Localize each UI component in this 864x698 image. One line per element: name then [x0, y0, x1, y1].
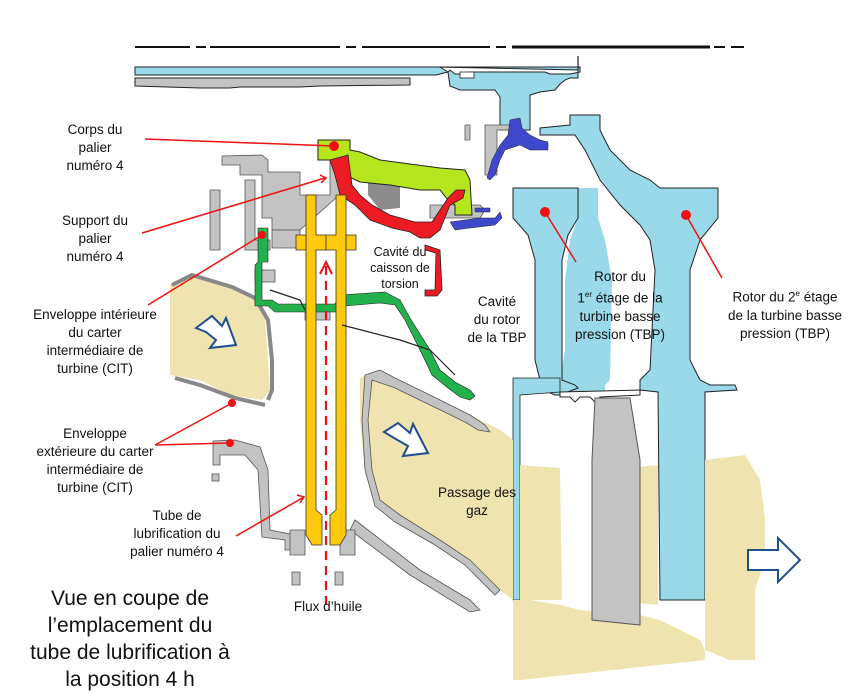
rotor1-line-4: pression (TBP): [574, 326, 666, 342]
cavity-outlines: [269, 289, 456, 376]
rotor2-line-1-text: Rotor du 2: [732, 289, 796, 305]
callout-lines: [141, 138, 723, 537]
label-torque-box-cavity: Cavité du caisson de torsion: [370, 245, 430, 291]
rotor1-line-3: turbine basse: [579, 308, 661, 324]
gas-flow-arrows: [193, 314, 802, 585]
label-oil-flow: Flux d’huile: [293, 599, 363, 614]
arrow-right-icon: [382, 421, 430, 458]
arrow-right-icon: [747, 535, 802, 585]
grey-gear-block: [368, 180, 400, 210]
label-bearing-housing: Corps du palier numéro 4: [66, 122, 124, 173]
label-rotor-stage-1: Rotor du 1er étage de la turbine basse p…: [565, 268, 675, 344]
callout-dots: [226, 399, 236, 447]
label-bearing-support: Support du palier numéro 4: [61, 213, 129, 264]
label-cit-outer-case: Enveloppe extérieure du carter intermédi…: [36, 426, 154, 495]
label-rotor-stage-2: Rotor du 2e étage de la turbine basse pr…: [715, 285, 855, 343]
lube-tube-part: [295, 194, 357, 546]
rotor1-line-2-text: étage de la: [592, 290, 663, 306]
stator-vane: [591, 397, 641, 626]
rotor1-line-2: 1er étage de la: [565, 286, 675, 308]
rotor2-line-1-sup: e: [795, 289, 800, 298]
rotor1-line-2-num: 1: [577, 290, 585, 306]
rotor1-line-1: Rotor du: [594, 269, 646, 284]
rotor2-line-1: Rotor du 2e étage: [715, 285, 855, 307]
rotor1-line-2-sup: er: [584, 290, 593, 299]
rotor2-line-1-post: étage: [799, 289, 838, 305]
cit-outer-case: [211, 369, 501, 613]
oil-flow-arrowhead: [319, 259, 333, 275]
label-gas-path: Passage des gaz: [437, 485, 517, 518]
label-lube-tube: Tube de lubrification du palier numéro 4: [130, 508, 224, 559]
rotor2-line-2: de la turbine basse: [727, 307, 843, 323]
arrow-right-icon: [193, 314, 238, 350]
seal-parts: [449, 117, 549, 231]
rotor2-line-3: pression (TBP): [739, 325, 831, 341]
cit-inner-case: [171, 272, 274, 407]
bearing-support-part: [329, 154, 466, 297]
label-cit-inner-case: Enveloppe intérieure du carter intermédi…: [33, 307, 157, 376]
figure-title: Vue en coupe de l’emplacement du tube de…: [30, 587, 230, 691]
lp-shaft: [134, 56, 581, 131]
label-lpt-rotor-cavity: Cavité du rotor de la TBP: [467, 294, 527, 345]
